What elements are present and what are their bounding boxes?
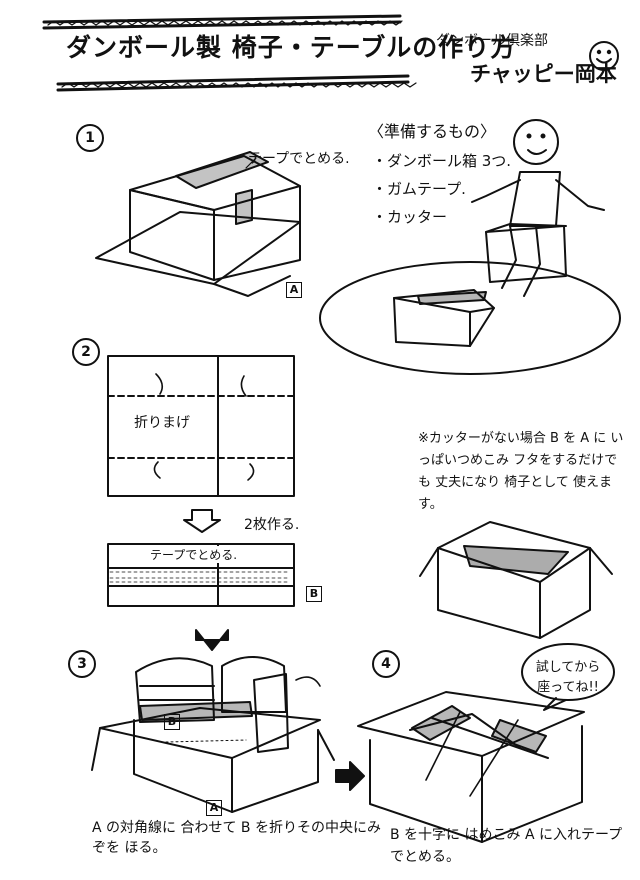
step3-label-a: A — [206, 800, 222, 816]
step-4-number: 4 — [372, 650, 400, 678]
title-border-top — [42, 14, 403, 30]
step2-label-b: B — [306, 586, 322, 602]
step-3-number: 3 — [68, 650, 96, 678]
step4-caption: B を十字に はめこみ A に入れテープでとめる。 — [390, 827, 623, 865]
step3-label-b: B — [164, 714, 180, 730]
step1-box-drawing — [95, 151, 301, 297]
step2-fold-label: 折りまげ — [132, 412, 192, 432]
person-on-box-drawing — [319, 119, 621, 375]
prep-title: 〈準備するもの〉 — [368, 122, 497, 141]
step1-tape-note: テープでとめる. — [248, 151, 350, 167]
step3-drawing — [91, 656, 365, 813]
alternative-note: ※カッターがない場合 B を A に いっぱいつめこみ フタをするだけでも 丈夫… — [418, 431, 624, 512]
step3-caption: A の対角線に 合わせて B を折りその中央にみぞを ほる。 — [92, 820, 381, 856]
prep-item: ・ガムテープ. — [372, 180, 466, 198]
step-2-number: 2 — [72, 338, 100, 366]
club-name: ダンボール倶楽部 — [436, 33, 548, 49]
prep-item: ・ダンボール箱 3つ. — [372, 152, 512, 170]
author-name: チャッピー岡本 — [470, 62, 617, 86]
step4-drawing — [357, 643, 615, 843]
page-title: ダンボール製 椅子・テーブルの作り方 — [66, 33, 517, 62]
step1-label-a: A — [286, 282, 302, 298]
smiley-icon — [589, 41, 619, 71]
prep-item: ・カッター — [372, 208, 448, 226]
stuffed-box-drawing — [419, 521, 613, 639]
step2-make-two: 2枚作る. — [244, 517, 300, 533]
title-border-bottom — [56, 74, 417, 92]
step2-fold-diagram — [107, 355, 295, 651]
speech-bubble-text: 試してから 座ってね!! — [535, 660, 601, 695]
step-1-number: 1 — [76, 124, 104, 152]
step2-tape-note: テープでとめる. — [150, 546, 238, 563]
